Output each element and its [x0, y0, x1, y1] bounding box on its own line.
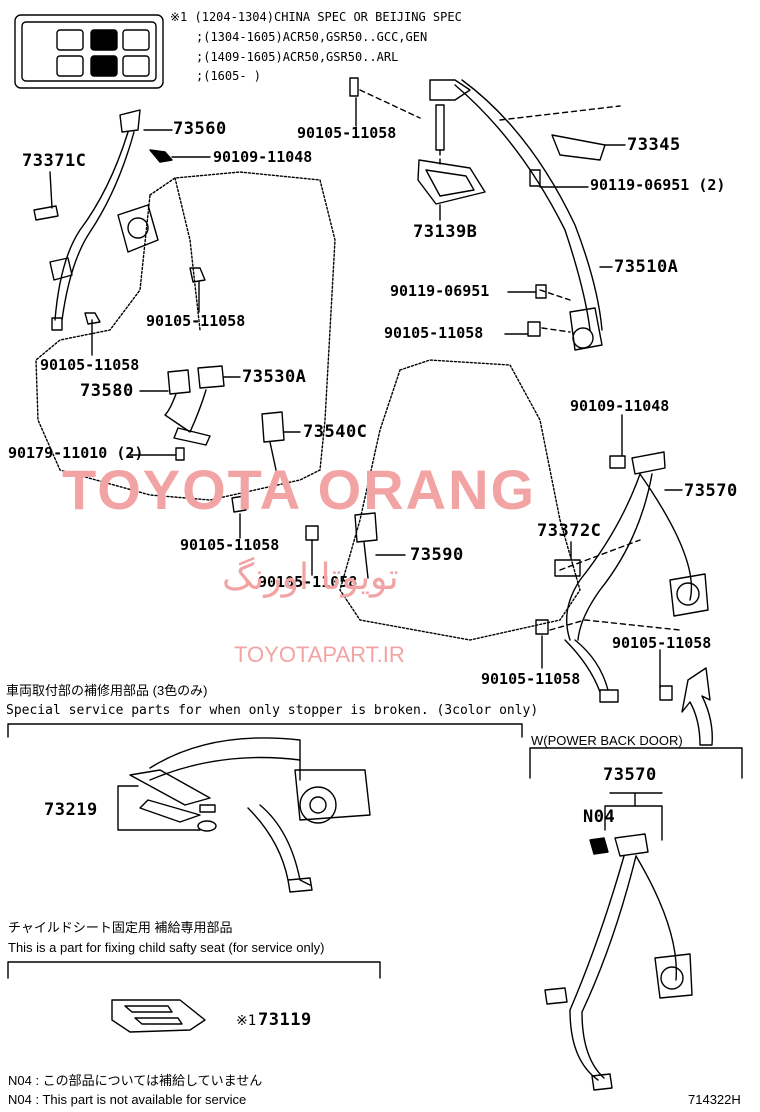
spec-note-4: ;(1605- ) — [196, 69, 262, 83]
buckle-assembly — [164, 365, 285, 513]
part-label-90109-11048-a[interactable]: 90109-11048 — [213, 148, 313, 166]
spec-note-1: ※1 (1204-1304)CHINA SPEC OR BEIJING SPEC — [170, 10, 462, 24]
part-label-90179-11010[interactable]: 90179-11010 (2) — [8, 444, 144, 462]
belt-73570 — [535, 451, 709, 703]
stopper-section-title-jp: 車両取付部の補修用部品 (3色のみ) — [6, 683, 208, 698]
part-label-73570[interactable]: 73570 — [684, 481, 738, 501]
part-label-90105-11058-d[interactable]: 90105-11058 — [258, 573, 358, 591]
part-label-n04[interactable]: N04 — [583, 807, 616, 827]
vehicle-locator-icon — [14, 14, 164, 89]
plate-73119-drawing — [111, 999, 206, 1033]
belt-73570-power-door — [544, 833, 693, 1091]
center-buckle-assembly — [305, 512, 378, 579]
part-label-90105-11058-top[interactable]: 90105-11058 — [297, 124, 397, 142]
part-label-90105-11058-g[interactable]: 90105-11058 — [481, 670, 581, 688]
watermark-arabic: تويوتا اورنگ — [222, 557, 399, 598]
part-label-90105-11058-a[interactable]: 90105-11058 — [146, 312, 246, 330]
part-label-90105-11058-e[interactable]: 90105-11058 — [384, 324, 484, 342]
child-section-title-en: This is a part for fixing child safty se… — [8, 940, 325, 955]
part-label-73540c[interactable]: 73540C — [303, 422, 368, 442]
part-label-73219[interactable]: 73219 — [44, 800, 98, 820]
stopper-73219-drawing — [129, 737, 371, 893]
left-seat-belt-assembly — [33, 109, 206, 331]
footnote-n04-en: N04 : This part is not available for ser… — [8, 1092, 247, 1107]
footnote-n04-jp: N04 : この部品については補給していません — [8, 1073, 263, 1088]
leader-lines — [49, 97, 683, 689]
belt-73510a — [349, 77, 606, 351]
part-label-73139b[interactable]: 73139B — [413, 222, 478, 242]
part-label-73371c[interactable]: 73371C — [22, 151, 87, 171]
watermark-main: TOYOTA ORANG — [62, 458, 537, 521]
drawing-number: 714322H — [688, 1092, 741, 1107]
part-73119-prefix: ※1 — [236, 1013, 257, 1029]
watermark-site: TOYOTAPART.IR — [234, 642, 405, 667]
part-label-73580[interactable]: 73580 — [80, 381, 134, 401]
part-label-73510a[interactable]: 73510A — [614, 257, 679, 277]
part-label-90119-06951[interactable]: 90119-06951 — [390, 282, 490, 300]
child-seat-section-frame — [7, 961, 381, 979]
part-label-73372c[interactable]: 73372C — [537, 521, 602, 541]
part-label-73570-power-door[interactable]: 73570 — [603, 765, 657, 785]
stopper-section-frame — [7, 723, 523, 738]
pointer-arrow — [681, 667, 713, 746]
spec-note-3: ;(1409-1605)ACR50,GSR50..ARL — [196, 50, 399, 64]
part-label-73345[interactable]: 73345 — [627, 135, 681, 155]
part-label-90109-11048-b[interactable]: 90109-11048 — [570, 397, 670, 415]
stopper-section-title-en: Special service parts for when only stop… — [6, 703, 539, 718]
power-door-frame — [529, 747, 743, 779]
part-label-90105-11058-c[interactable]: 90105-11058 — [180, 536, 280, 554]
part-label-90119-06951-2[interactable]: 90119-06951 (2) — [590, 176, 726, 194]
part-label-90105-11058-b[interactable]: 90105-11058 — [40, 356, 140, 374]
child-section-title-jp: チャイルドシート固定用 補給専用部品 — [8, 920, 233, 935]
part-label-73119[interactable]: 73119 — [258, 1010, 312, 1030]
part-label-73590[interactable]: 73590 — [410, 545, 464, 565]
part-label-90105-11058-f[interactable]: 90105-11058 — [612, 634, 712, 652]
part-label-73530a[interactable]: 73530A — [242, 367, 307, 387]
left-seat-outline — [35, 171, 336, 501]
power-door-title: W(POWER BACK DOOR) — [531, 733, 683, 748]
part-label-73560[interactable]: 73560 — [173, 119, 227, 139]
spec-note-2: ;(1304-1605)ACR50,GSR50..GCC,GEN — [196, 30, 428, 44]
